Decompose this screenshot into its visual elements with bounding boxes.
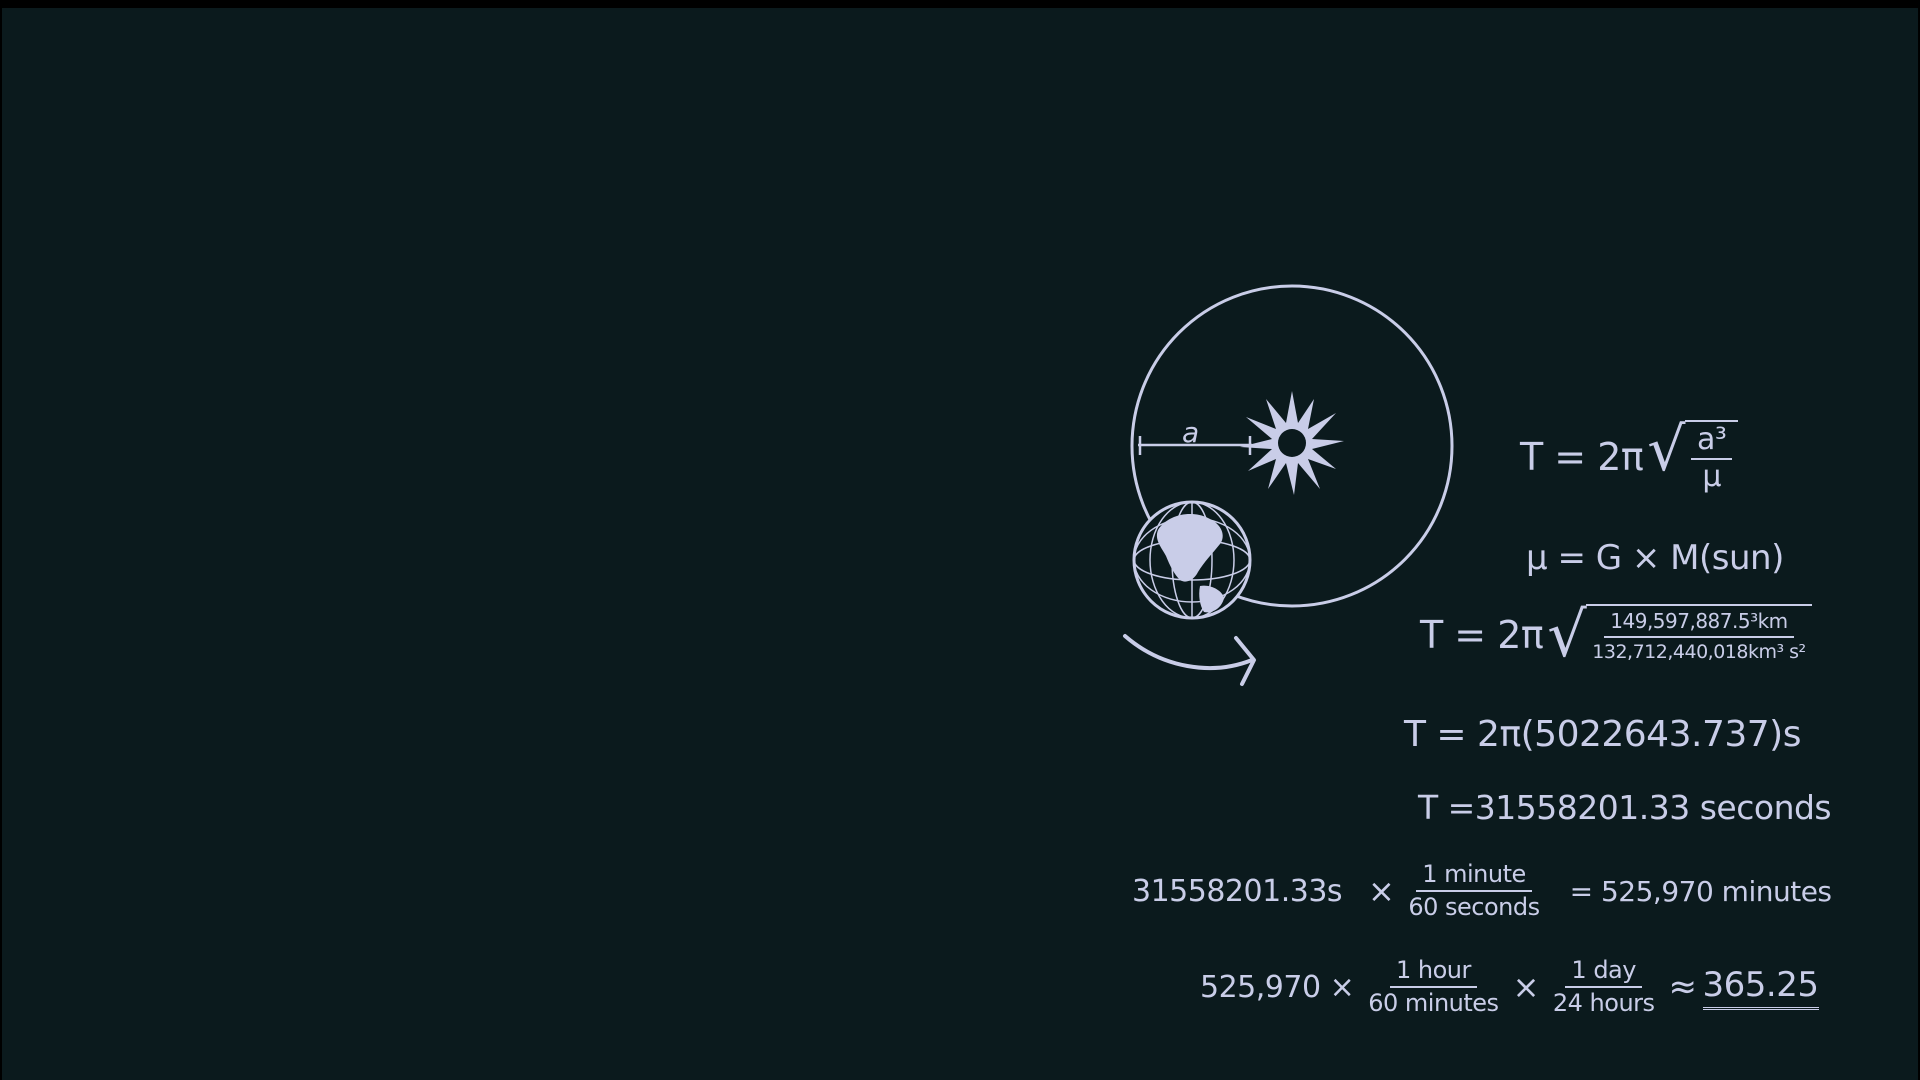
earth-icon: [1132, 500, 1252, 620]
equation-7: 525,970 × 1 hour 60 minutes × 1 day 24 h…: [1200, 956, 1819, 1018]
equation-7-numerator-1: 1 hour: [1389, 956, 1477, 988]
equation-6-denominator: 60 seconds: [1408, 893, 1540, 921]
equation-1-numerator: a³: [1691, 424, 1733, 460]
equation-7-denominator-2: 24 hours: [1552, 989, 1655, 1017]
equation-7-times: ×: [1512, 968, 1540, 1006]
equation-5: T =31558201.33 seconds: [1418, 788, 1832, 827]
equation-1-lhs: T = 2π: [1520, 435, 1644, 479]
equation-6: 31558201.33s × 1 minute 60 seconds = 525…: [1132, 860, 1832, 922]
equation-7-numerator-2: 1 day: [1565, 956, 1642, 988]
chalkboard: a T = 2π √ a³ μ μ = G × M(sun) T = 2π √ …: [2, 8, 1918, 1080]
equation-6-times: ×: [1368, 872, 1395, 910]
equation-7-denominator-1: 60 minutes: [1368, 989, 1499, 1017]
equation-7-fraction-1: 1 hour 60 minutes: [1362, 956, 1504, 1018]
equation-3-denominator: 132,712,440,018km³ s²: [1592, 641, 1806, 663]
equation-7-result: 365.25: [1702, 965, 1819, 1010]
radius-label: a: [1182, 416, 1199, 449]
orbit-circle: [1130, 284, 1454, 608]
equation-1: T = 2π √ a³ μ: [1520, 420, 1739, 494]
equation-6-lhs: 31558201.33s: [1132, 873, 1343, 909]
equation-7-fraction-2: 1 day 24 hours: [1547, 956, 1661, 1018]
equation-7-lhs: 525,970 ×: [1200, 969, 1355, 1005]
orbit-diagram: [1123, 284, 1454, 686]
equation-3: T = 2π √ 149,597,887.5³km 132,712,440,01…: [1420, 604, 1812, 666]
equation-3-sqrt: √ 149,597,887.5³km 132,712,440,018km³ s²: [1547, 604, 1812, 666]
equation-6-fraction: 1 minute 60 seconds: [1402, 860, 1545, 922]
sun-icon: [1240, 391, 1344, 495]
equation-2: μ = G × M(sun): [1526, 538, 1784, 578]
rotation-arrowhead: [1234, 636, 1256, 686]
equation-4: T = 2π(5022643.737)s: [1404, 714, 1801, 755]
equation-1-denominator: μ: [1702, 459, 1721, 494]
rotation-arrow: [1123, 634, 1254, 670]
equation-7-approx: ≈: [1668, 967, 1698, 1007]
equation-6-numerator: 1 minute: [1416, 860, 1532, 892]
equation-6-rhs: = 525,970 minutes: [1569, 874, 1832, 908]
equation-3-lhs: T = 2π: [1420, 613, 1544, 657]
equation-3-numerator: 149,597,887.5³km: [1604, 608, 1794, 638]
equation-1-sqrt: √ a³ μ: [1647, 420, 1739, 494]
